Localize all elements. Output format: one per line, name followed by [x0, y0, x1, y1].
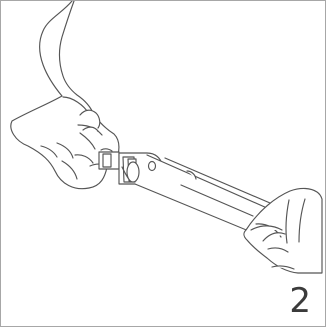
step-number: 2 — [289, 284, 311, 318]
right-hand-illustration — [244, 188, 322, 273]
